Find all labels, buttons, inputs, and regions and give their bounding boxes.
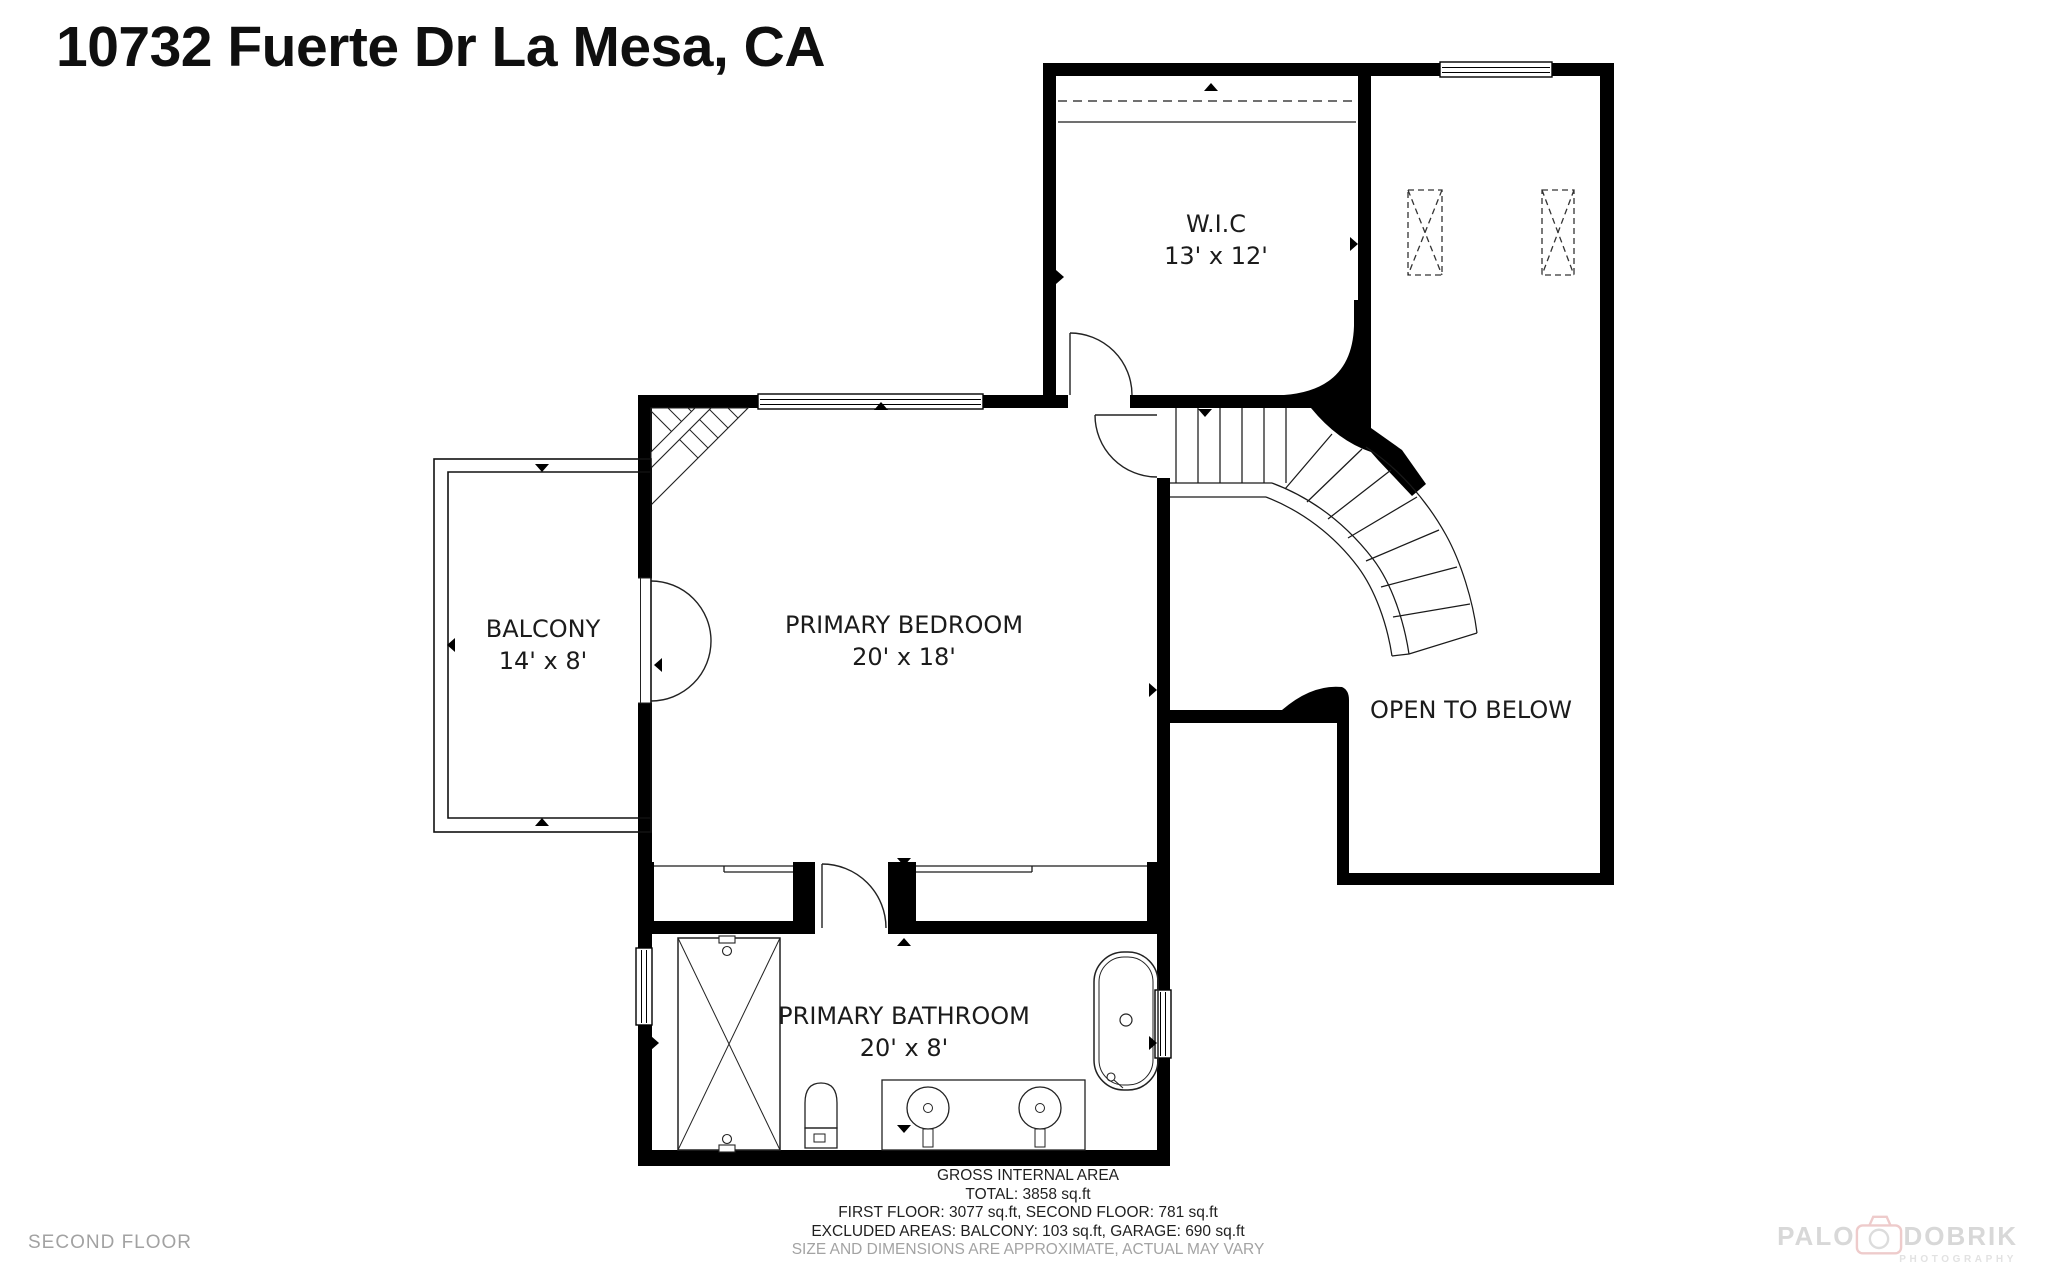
room-label-balcony: BALCONY 14' x 8' bbox=[486, 613, 601, 677]
toilet bbox=[804, 1082, 838, 1149]
excluded-areas: EXCLUDED AREAS: BALCONY: 103 sq.ft, GARA… bbox=[811, 1222, 1245, 1240]
room-label-wic: W.I.C 13' x 12' bbox=[1164, 208, 1268, 272]
floor-label: SECOND FLOOR bbox=[28, 1232, 193, 1253]
wic-corner-wall bbox=[1130, 300, 1371, 452]
direction-markers bbox=[447, 83, 1358, 1133]
room-label-bedroom: PRIMARY BEDROOM 20' x 18' bbox=[785, 609, 1023, 673]
watermark-brand-left: PALO bbox=[1777, 1220, 1856, 1251]
room-dims: 13' x 12' bbox=[1164, 242, 1268, 270]
room-label-open-below: OPEN TO BELOW bbox=[1370, 694, 1572, 726]
photographer-watermark: PALO DOBRIK bbox=[1777, 1212, 2018, 1260]
bedroom-entry-door bbox=[1094, 414, 1158, 478]
watermark-brand-right: DOBRIK bbox=[1903, 1220, 2018, 1251]
room-dims: 20' x 8' bbox=[859, 1034, 949, 1062]
right-exterior-wall bbox=[1600, 63, 1614, 885]
room-dims: 20' x 18' bbox=[852, 643, 956, 671]
walls bbox=[638, 63, 1614, 1166]
windows bbox=[635, 61, 1553, 1059]
disclaimer: SIZE AND DIMENSIONS ARE APPROXIMATE, ACT… bbox=[791, 1241, 1265, 1259]
vanity-sinks bbox=[881, 1079, 1086, 1151]
bathtub bbox=[1093, 951, 1159, 1091]
wic-closet-rod bbox=[1058, 100, 1356, 123]
page-title: 10732 Fuerte Dr La Mesa, CA bbox=[56, 15, 826, 79]
room-name: BALCONY bbox=[485, 615, 601, 643]
doors bbox=[638, 332, 1158, 929]
room-name: PRIMARY BATHROOM bbox=[778, 1002, 1030, 1030]
bathroom-left-window bbox=[635, 947, 653, 1026]
bedroom-top-window bbox=[757, 393, 984, 410]
balcony-french-doors bbox=[638, 577, 712, 704]
floor-areas: FIRST FLOOR: 3077 sq.ft, SECOND FLOOR: 7… bbox=[838, 1204, 1218, 1222]
closet-sliders bbox=[654, 865, 1147, 873]
bathroom-door bbox=[821, 863, 887, 929]
watermark-subtitle: PHOTOGRAPHY bbox=[1899, 1254, 2017, 1265]
room-dims: 14' x 8' bbox=[498, 647, 588, 675]
wic-top-window bbox=[1439, 61, 1553, 78]
room-name: OPEN TO BELOW bbox=[1369, 696, 1573, 724]
wic-door bbox=[1069, 332, 1133, 396]
room-label-bathroom: PRIMARY BATHROOM 20' x 8' bbox=[778, 1000, 1030, 1064]
total-area: TOTAL: 3858 sq.ft bbox=[965, 1185, 1091, 1203]
bathroom-fixtures bbox=[677, 935, 1159, 1153]
room-name: PRIMARY BEDROOM bbox=[784, 611, 1024, 639]
stairs bbox=[1170, 408, 1478, 657]
ceiling-feature-boxes bbox=[1407, 189, 1575, 276]
gross-area-heading: GROSS INTERNAL AREA bbox=[936, 1167, 1120, 1184]
room-name: W.I.C bbox=[1185, 210, 1247, 238]
camera-icon bbox=[1856, 1215, 1903, 1255]
bathroom-right-window bbox=[1154, 989, 1172, 1059]
area-summary: GROSS INTERNAL AREA TOTAL: 3858 sq.ft FI… bbox=[728, 1167, 1328, 1260]
shower bbox=[677, 935, 781, 1153]
